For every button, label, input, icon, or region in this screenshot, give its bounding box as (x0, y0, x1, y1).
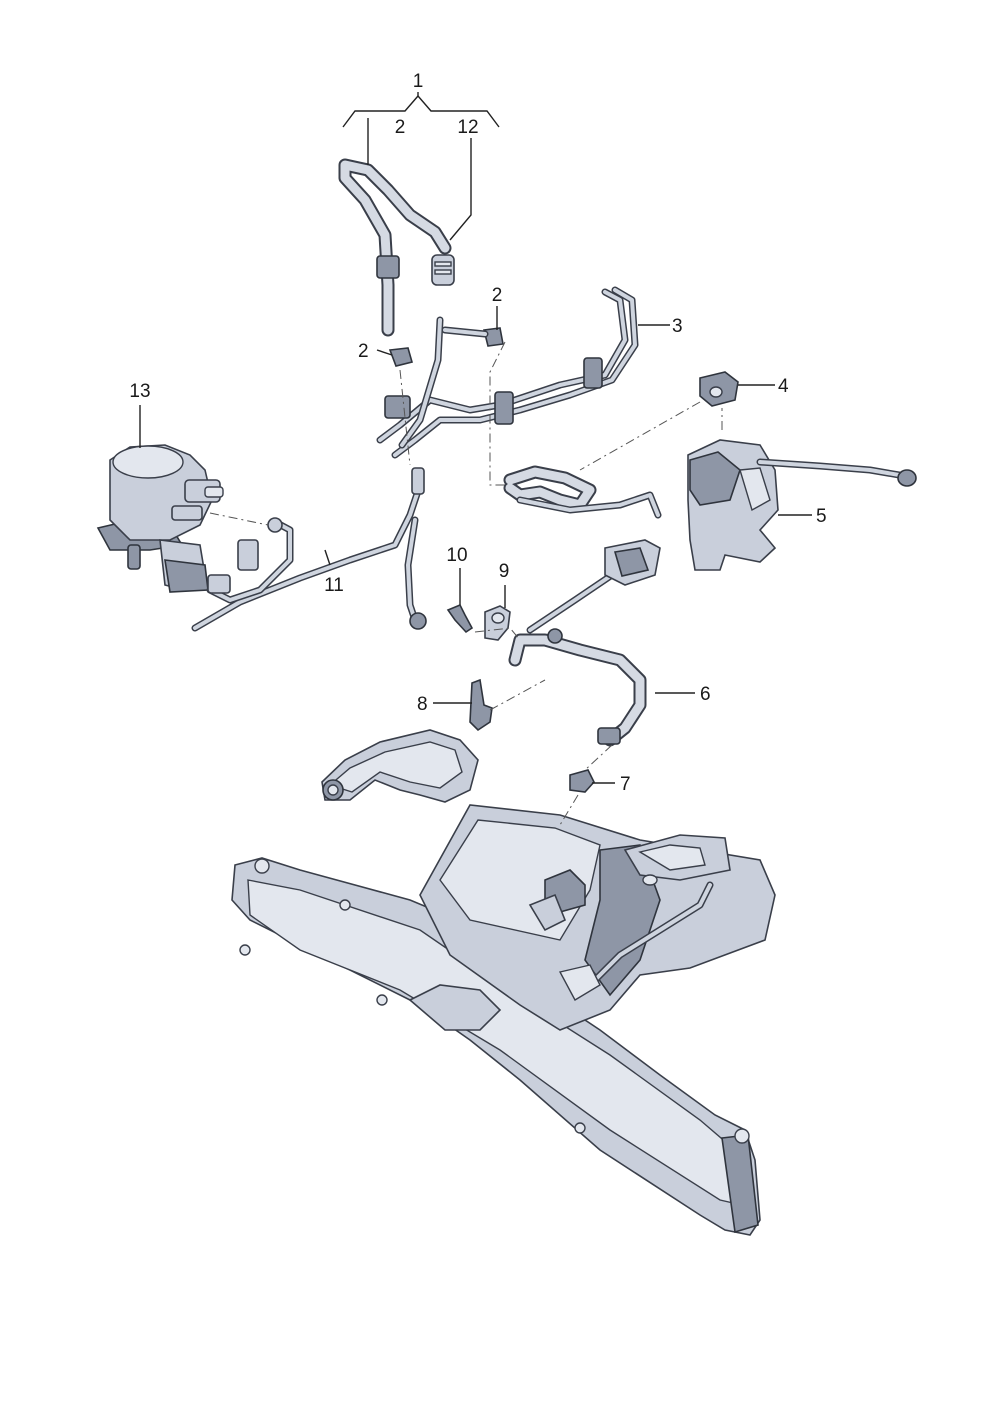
callout-6: 6 (700, 684, 711, 705)
callout-11: 11 (324, 575, 344, 596)
callout-4: 4 (778, 376, 789, 397)
clip-2b (483, 327, 504, 347)
clamp-9 (484, 605, 511, 641)
callout-labels: 1 2 12 2 3 2 4 13 5 10 9 11 8 6 7 (129, 71, 826, 795)
bolt-10 (446, 603, 474, 634)
grommet-7 (569, 769, 595, 793)
brace-1 (342, 92, 500, 128)
grommet-4 (699, 371, 739, 407)
callout-1: 1 (413, 71, 424, 92)
callout-7: 7 (620, 774, 631, 795)
high-pressure-pump (96, 444, 224, 593)
callout-10: 10 (446, 545, 467, 566)
leader-lines (139, 118, 812, 784)
callout-2-right: 2 (492, 285, 503, 306)
callout-5: 5 (816, 506, 827, 527)
callout-12: 12 (457, 117, 478, 138)
hose-assembly-1 (338, 158, 455, 337)
callout-8: 8 (417, 694, 428, 715)
bracket-8 (469, 678, 493, 732)
valve-5 (687, 439, 917, 571)
coolant-flange (321, 729, 479, 803)
callout-3: 3 (672, 316, 683, 337)
hose-6 (503, 465, 662, 747)
hose-3 (376, 286, 639, 459)
fuel-line-11 (191, 467, 427, 632)
clip-2a (388, 347, 413, 367)
callout-9: 9 (499, 561, 510, 582)
callout-2-top: 2 (395, 117, 406, 138)
callout-13: 13 (129, 381, 150, 402)
callout-2-left: 2 (358, 341, 369, 362)
control-housing (419, 804, 776, 1031)
assembly-lines (209, 341, 723, 826)
intake-manifold (231, 857, 761, 1236)
